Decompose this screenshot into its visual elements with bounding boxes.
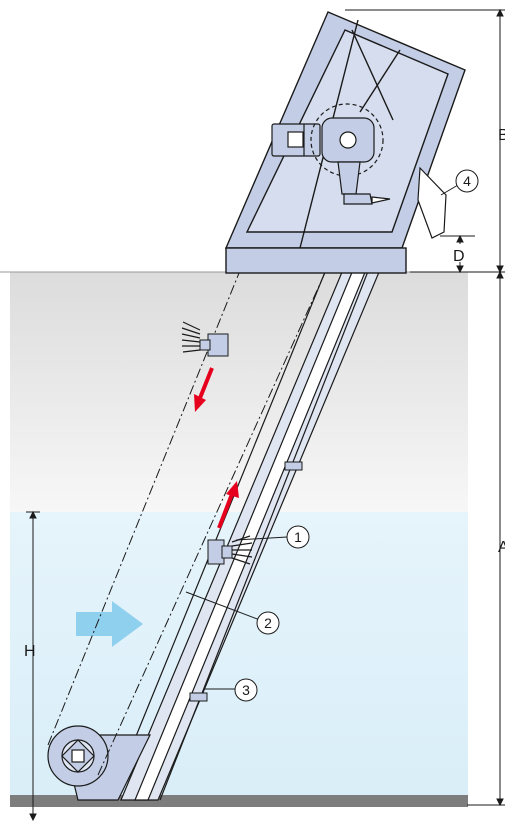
dimension-lines: [26, 8, 505, 822]
callout-1-text: 1: [294, 529, 302, 545]
air-region: [10, 272, 468, 512]
motion-arrow-down-icon: [194, 367, 214, 412]
flow-arrow-icon: [76, 601, 143, 647]
discharge-chute: [417, 166, 447, 239]
callout-3: 3: [205, 678, 258, 702]
guide-rails: [109, 189, 401, 801]
callout-4-text: 4: [463, 173, 471, 189]
callout-3-text: 3: [242, 682, 250, 698]
rake-ascending: [207, 535, 253, 565]
dimension-label-b: B: [498, 127, 505, 144]
dimension-label-d: D: [453, 248, 465, 265]
callout-4: 4: [440, 169, 479, 196]
bottom-sprocket-housing: [47, 725, 151, 801]
callout-2: 2: [185, 591, 280, 635]
rake-descending: [181, 321, 229, 357]
dimension-label-h: H: [24, 643, 36, 660]
motion-arrow-up-icon: [217, 481, 239, 529]
dimension-label-a: A: [498, 539, 505, 556]
callout-1: 1: [235, 525, 310, 549]
callout-2-text: 2: [264, 615, 272, 631]
rail-bracket-upper: [284, 461, 303, 471]
rail-bracket-lower: [189, 692, 208, 702]
drive-motor: [271, 103, 391, 205]
